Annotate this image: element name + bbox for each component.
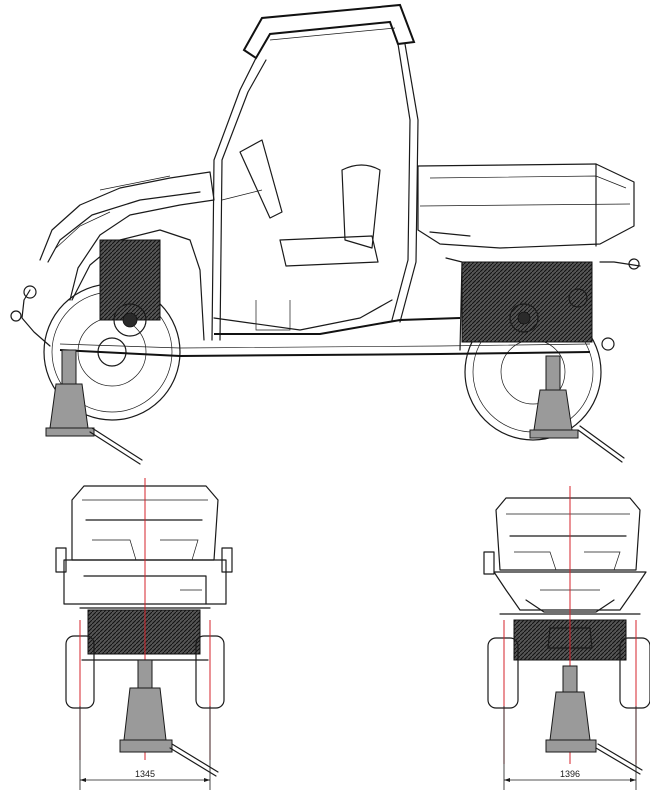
front-track-label: 1396 [560,769,580,779]
cargo-bed [417,163,635,249]
front-view-jack-stand [545,665,643,775]
front-track-dimension: 1396 [503,706,637,790]
cabin [213,139,461,335]
front-suspension [99,239,161,321]
rear-track-dimension: 1345 [79,706,211,790]
front-view: 1396 [483,486,650,790]
side-view [10,3,641,465]
side-front-jack-stand [45,349,143,465]
front-right-wheel [619,637,650,709]
side-rear-jack-stand [529,355,625,463]
chassis-rail [59,349,591,358]
rear-drivetrain [445,257,641,351]
rear-track-label: 1345 [135,769,155,779]
front-body [10,171,215,347]
front-left-wheel [487,637,519,709]
roll-cage [211,3,419,341]
rear-view-jack-stand [119,659,219,777]
rear-view: 1345 [55,478,233,790]
